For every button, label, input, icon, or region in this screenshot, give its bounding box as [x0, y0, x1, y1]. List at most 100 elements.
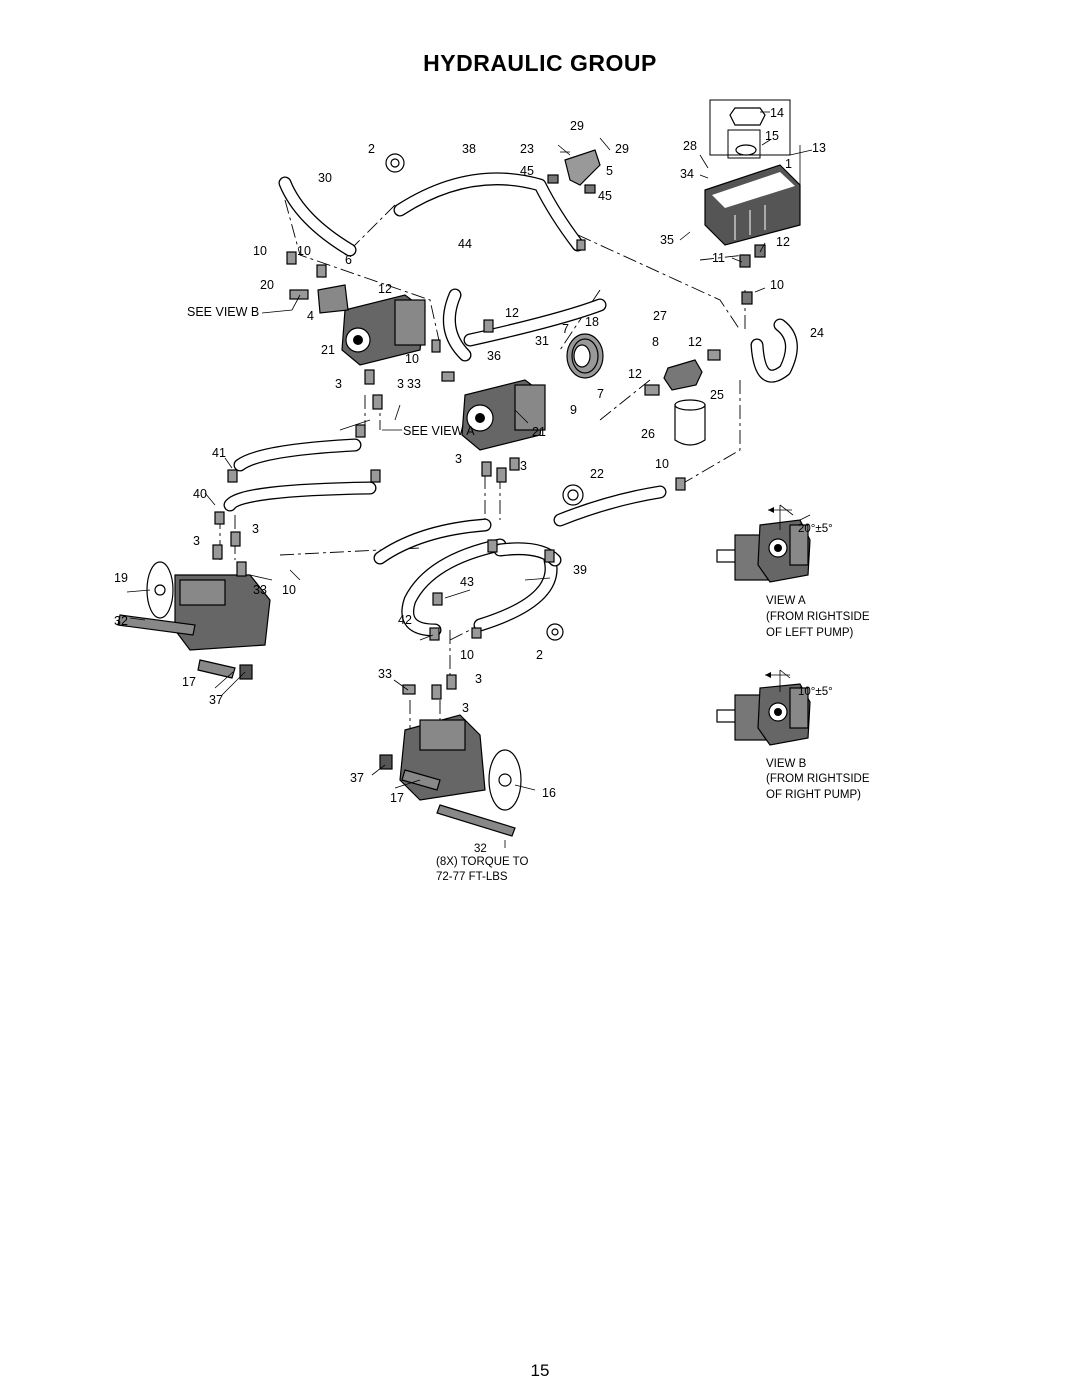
callout: SEE VIEW A: [403, 424, 475, 438]
callout: 17: [390, 791, 404, 805]
torque-line2: 72-77 FT-LBS: [436, 871, 508, 883]
callout: 10: [770, 278, 784, 292]
callout: 27: [653, 309, 667, 323]
callout: 3: [397, 377, 404, 391]
hose-bracket: [547, 137, 611, 194]
callout: 2: [368, 142, 375, 156]
callout: 3: [462, 701, 469, 715]
callout: 12: [505, 306, 519, 320]
callout: 3: [475, 672, 482, 686]
callout: 10: [282, 583, 296, 597]
callout: 4: [307, 309, 314, 323]
callout: 21: [321, 343, 335, 357]
callout: 10: [655, 457, 669, 471]
callout: 33: [378, 667, 392, 681]
view-b-line2: (FROM RIGHTSIDE: [766, 773, 870, 785]
callout: 20: [260, 278, 274, 292]
callout: 9: [570, 403, 577, 417]
callout: 40: [193, 487, 207, 501]
view-a-title: VIEW A: [766, 595, 806, 607]
callout: 33: [253, 583, 267, 597]
view-annotations: 20°±5° VIEW A (FROM RIGHTSIDE OF LEFT PU…: [436, 523, 870, 883]
callout: 34: [680, 167, 694, 181]
callout: 33: [407, 377, 421, 391]
callout: 29: [570, 119, 584, 133]
callout: 12: [378, 282, 392, 296]
callout: 45: [520, 164, 534, 178]
view-b-line3: OF RIGHT PUMP): [766, 789, 861, 801]
callout: 12: [688, 335, 702, 349]
view-b-angle: 10°±5°: [798, 686, 833, 698]
callout: 15: [765, 129, 779, 143]
callout: 13: [812, 141, 826, 155]
view-a-line2: (FROM RIGHTSIDE: [766, 611, 870, 623]
right-pump-upper: [317, 284, 426, 366]
filter-assembly: [644, 349, 721, 446]
callout: 1: [785, 157, 792, 171]
callout: 10: [405, 352, 419, 366]
callout: 3: [455, 452, 462, 466]
callout: 2: [536, 648, 543, 662]
callout: 8: [652, 335, 659, 349]
callout: 10: [297, 244, 311, 258]
callout: 18: [585, 315, 599, 329]
reservoir-tank: [704, 99, 801, 305]
callout: 24: [810, 326, 824, 340]
left-pump-upper: [461, 379, 546, 451]
callout: 10: [253, 244, 267, 258]
callout: 3: [520, 459, 527, 473]
callout: 37: [350, 771, 364, 785]
callout: 16: [542, 786, 556, 800]
callout: 21: [532, 425, 546, 439]
callout: 36: [487, 349, 501, 363]
callout: 25: [710, 388, 724, 402]
hoses: [223, 172, 798, 637]
left-wheel-motor: [117, 561, 271, 680]
callout: 28: [683, 139, 697, 153]
view-b-inset: [716, 669, 811, 746]
callout: 3: [252, 522, 259, 536]
callout: 3: [193, 534, 200, 548]
view-a-inset: [716, 504, 811, 583]
fittings: [212, 239, 686, 700]
callout: 31: [535, 334, 549, 348]
callout: 3: [335, 377, 342, 391]
page-title: HYDRAULIC GROUP: [423, 50, 657, 76]
callout: 32: [114, 614, 128, 628]
callout: 6: [345, 253, 352, 267]
torque-ref: 32: [474, 843, 487, 855]
view-b-title: VIEW B: [766, 758, 807, 770]
callout: 10: [460, 648, 474, 662]
callout: 39: [573, 563, 587, 577]
callout: 43: [460, 575, 474, 589]
callout: 37: [209, 693, 223, 707]
page-number: 15: [530, 1361, 550, 1380]
pump-pulley: [566, 333, 604, 379]
callout: 5: [606, 164, 613, 178]
callout: 30: [318, 171, 332, 185]
callout: 12: [628, 367, 642, 381]
callout: 38: [462, 142, 476, 156]
callout: 11: [712, 251, 725, 265]
callout-labels: 2 38 23 29 29 28 14 15 13 1 30 45 5 45 3…: [114, 106, 826, 805]
callout: 45: [598, 189, 612, 203]
view-a-line3: OF LEFT PUMP): [766, 627, 853, 639]
callout: 29: [615, 142, 629, 156]
callout: 17: [182, 675, 196, 689]
torque-line1: (8X) TORQUE TO: [436, 856, 529, 868]
callout: 14: [770, 106, 784, 120]
callout: 26: [641, 427, 655, 441]
callout: 42: [398, 613, 412, 627]
leader-lines: [126, 111, 813, 848]
callout: 7: [562, 322, 569, 336]
callout: 22: [590, 467, 604, 481]
callout: 35: [660, 233, 674, 247]
callout: 7: [597, 387, 604, 401]
right-wheel-motor: [379, 714, 522, 837]
view-a-angle: 20°±5°: [798, 523, 833, 535]
callout: 23: [520, 142, 534, 156]
callout: 44: [458, 237, 472, 251]
callout: 41: [212, 446, 226, 460]
